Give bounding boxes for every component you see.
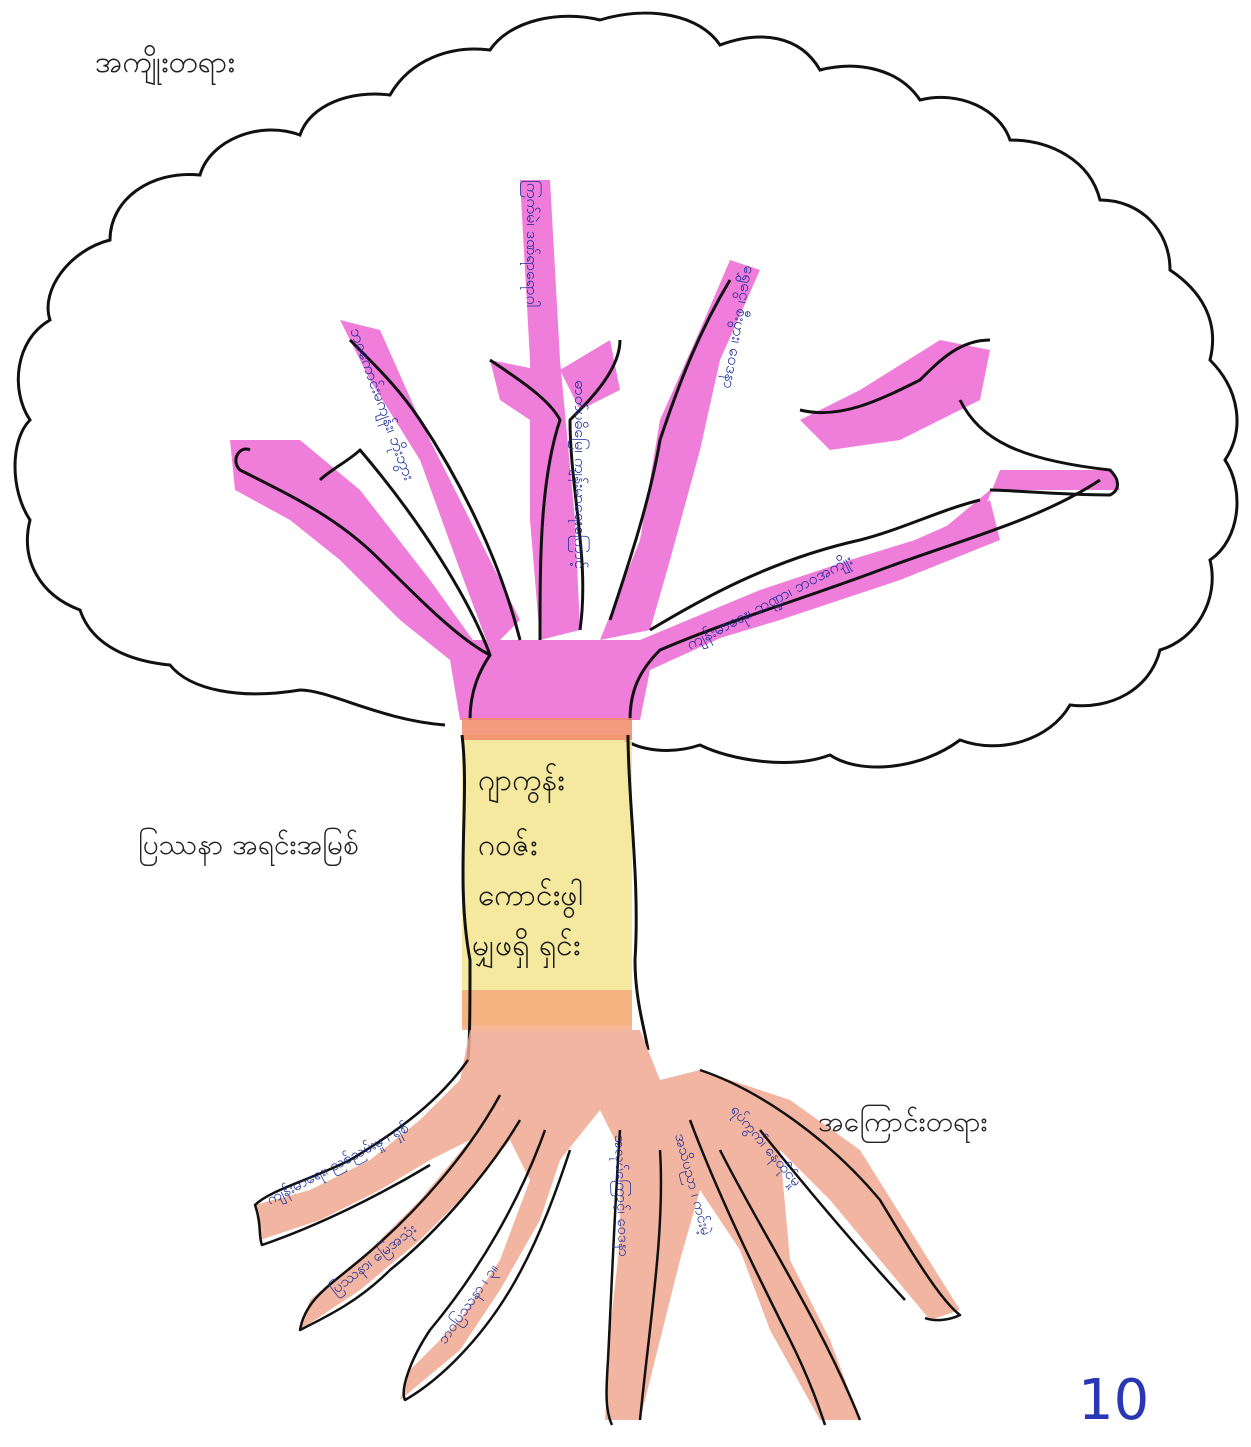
trunk-line-4: မျှဖရှိ ရှင်း <box>472 928 580 969</box>
core-problem-label: ပြဿနာ အရင်းအမြစ် <box>138 826 359 868</box>
trunk-line-2: ဂဝဇ်း <box>478 828 537 863</box>
effects-label: အကျိုးတရား <box>95 42 235 87</box>
branch-label-2: ကြက်မဲ၊ ဒဏ်ရာရောဂါ <box>520 180 542 307</box>
trunk-top-band <box>462 718 632 740</box>
root-label-4: အလုပ်ကြောင့်၊ ဝေဒနာ <box>608 1134 634 1257</box>
branches-fill <box>230 180 1120 720</box>
trunk-line-1: ဂျာကွန်း <box>478 763 565 804</box>
branch-label-3: ဓာတ်ပဓိမြေ၊ ကျန်းမာရေးကြောင့် <box>568 380 590 569</box>
root-label-2: ပြဿနာ၊ မြေအသုံး <box>326 1219 422 1301</box>
trunk-line-3: ကောင်းဖွါ <box>478 877 583 919</box>
page-number: 10 <box>1078 1368 1149 1433</box>
trunk-bottom-band <box>462 990 632 1030</box>
causes-label: အကြောင်းတရား <box>818 1103 988 1145</box>
